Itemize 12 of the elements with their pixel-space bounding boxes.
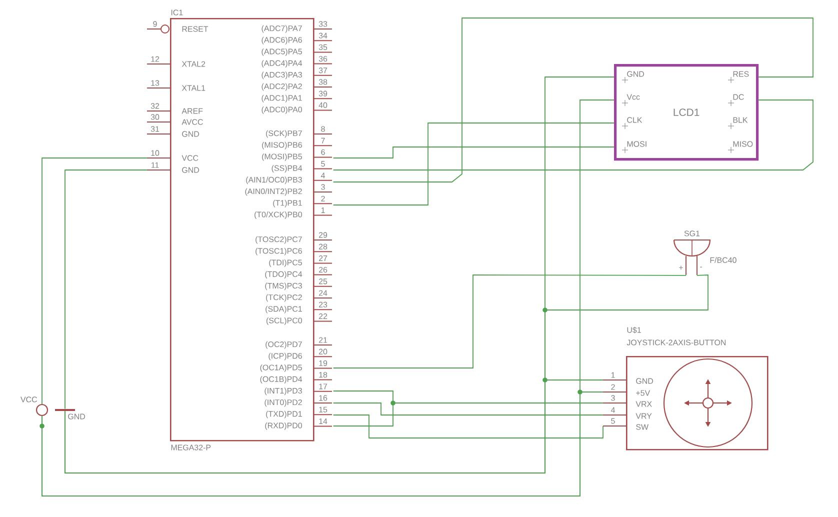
wire (64, 170, 148, 410)
supply-symbol (20, 396, 48, 416)
wire (332, 402, 604, 416)
wire (332, 274, 686, 368)
wire (332, 146, 614, 158)
wire (332, 122, 614, 206)
wire (332, 402, 604, 426)
wire (332, 100, 814, 170)
wire (42, 158, 148, 404)
ground-symbol (55, 409, 86, 420)
wire (332, 18, 814, 182)
wire (332, 414, 604, 438)
